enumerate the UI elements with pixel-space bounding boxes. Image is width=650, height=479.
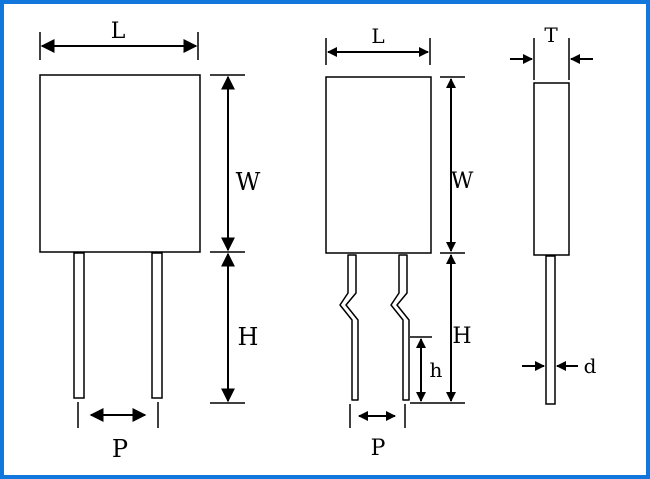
- side-thickness-label: T: [544, 23, 558, 47]
- side-view: T d: [510, 23, 597, 405]
- side-thickness-dimension: T: [510, 23, 593, 80]
- middle-width-label: W: [451, 169, 474, 194]
- left-height-label: H: [238, 323, 259, 351]
- middle-kink-height-label: h: [430, 358, 443, 382]
- side-lead: [545, 255, 556, 405]
- middle-body: [325, 76, 432, 254]
- left-lead-2: [151, 252, 163, 399]
- side-lead-diameter-label: d: [584, 354, 597, 378]
- middle-pitch-dimension: P: [349, 404, 406, 461]
- middle-lead-1: [339, 254, 359, 401]
- left-height-dimensions: W H: [210, 74, 261, 404]
- side-body: [533, 82, 570, 256]
- left-length-label: L: [111, 19, 126, 44]
- middle-length-label: L: [371, 24, 384, 48]
- left-length-dimension: L: [39, 19, 199, 60]
- middle-height-label: H: [452, 324, 471, 349]
- middle-length-dimension: L: [325, 24, 431, 65]
- left-body: [39, 74, 201, 253]
- side-lead-diameter-dimension: d: [522, 354, 597, 378]
- left-view: L W H P: [39, 19, 261, 463]
- middle-lead-2: [390, 254, 410, 401]
- left-width-label: W: [236, 168, 261, 196]
- middle-pitch-label: P: [371, 436, 386, 461]
- middle-view: L W H h P: [325, 24, 474, 461]
- left-lead-1: [73, 252, 85, 399]
- left-pitch-dimension: P: [77, 402, 159, 463]
- left-pitch-label: P: [112, 435, 128, 463]
- middle-height-dimensions: W H h: [410, 76, 474, 404]
